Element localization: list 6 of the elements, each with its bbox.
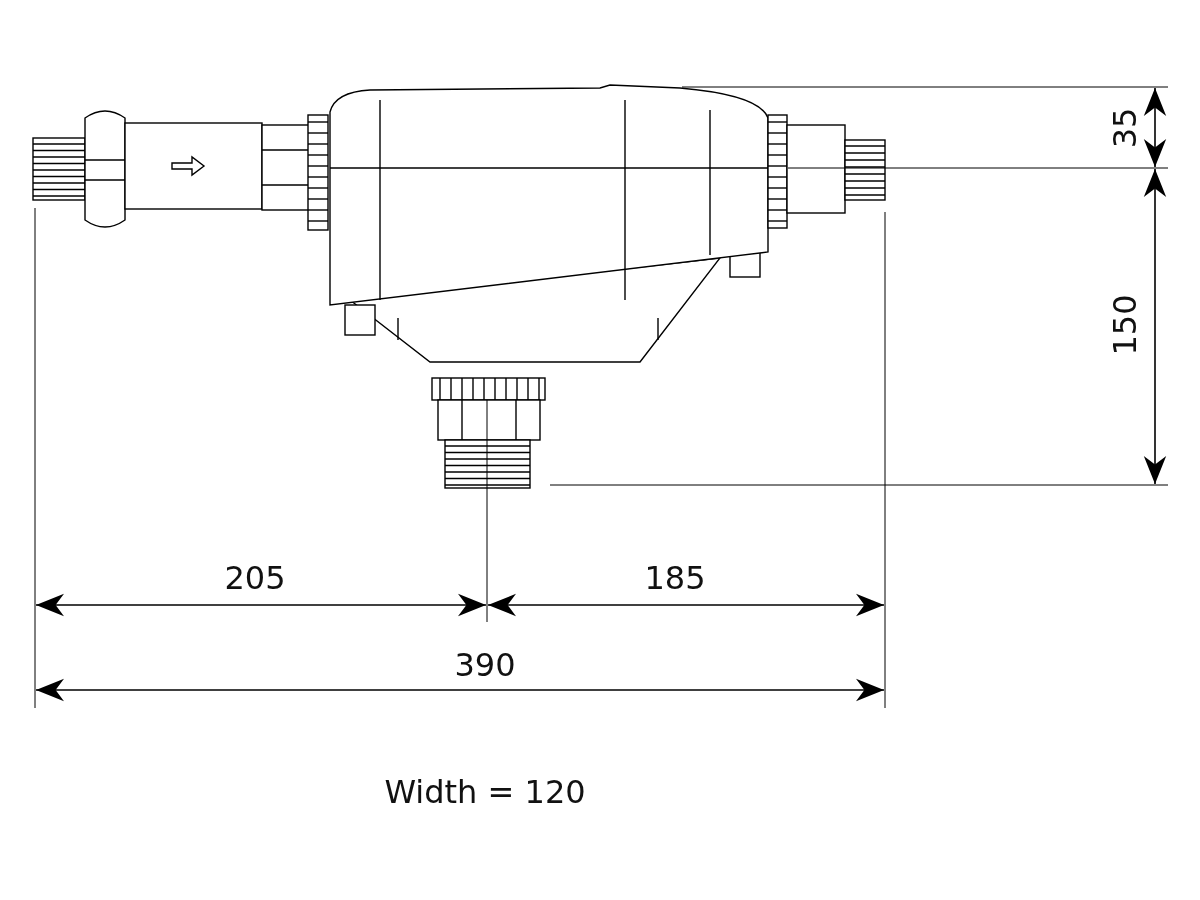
width-note: Width = 120	[384, 776, 586, 808]
dimension-label: 185	[644, 562, 706, 594]
dimension-label: 205	[224, 562, 286, 594]
dimension-label: 150	[1109, 294, 1141, 356]
dimension-label: 35	[1109, 107, 1141, 149]
dimension-label: 390	[454, 649, 516, 681]
